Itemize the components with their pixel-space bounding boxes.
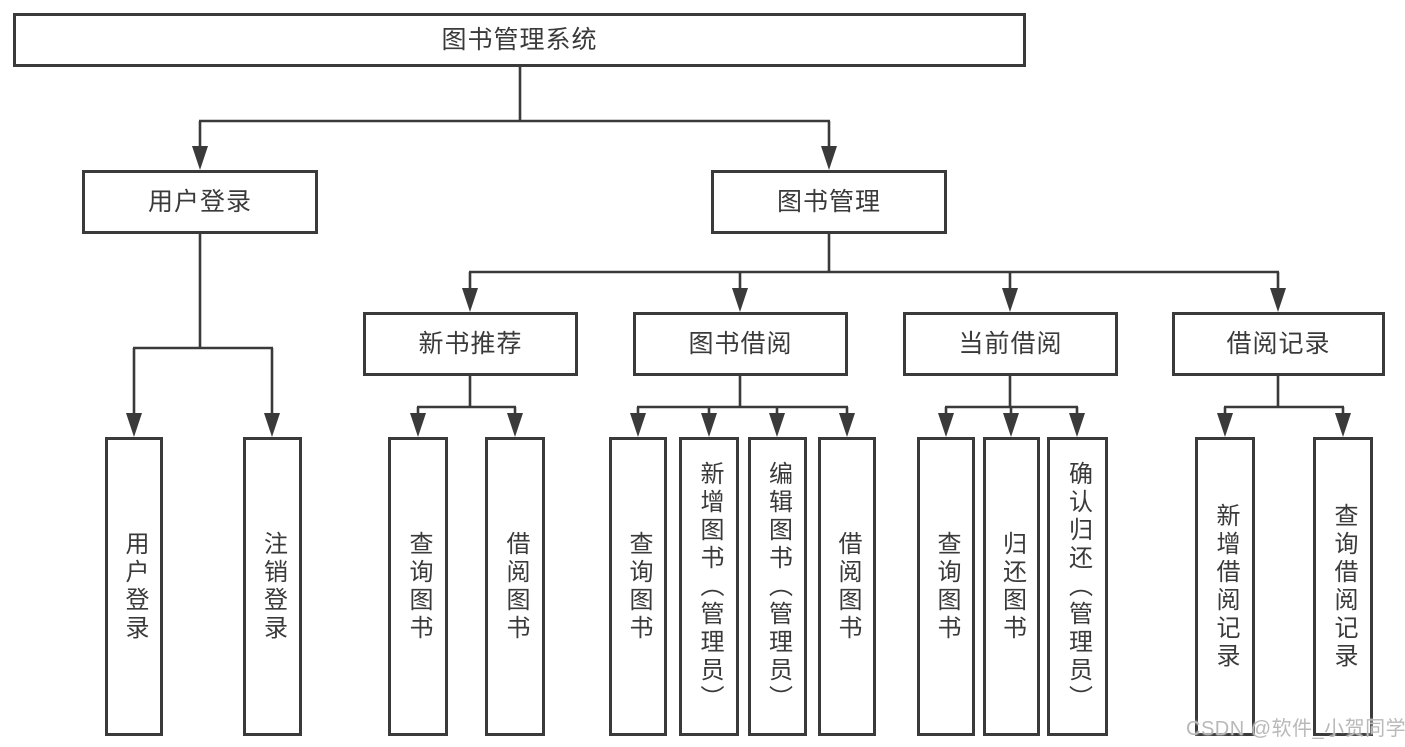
connector-book-management-to-level3 bbox=[462, 234, 1286, 312]
connector-root-to-level2 bbox=[192, 67, 837, 170]
leaf-add-book-admin: 新增图书（管理员） bbox=[679, 437, 739, 736]
node-label: 编辑图书（管理员） bbox=[764, 460, 792, 713]
node-label: 图书管理 bbox=[776, 187, 881, 216]
arrow-down-icon bbox=[462, 288, 478, 312]
node-new-book-recommendation: 新书推荐 bbox=[363, 312, 578, 376]
leaf-borrow-book: 借阅图书 bbox=[818, 437, 876, 736]
leaf-user-login: 用户登录 bbox=[105, 437, 163, 736]
arrow-down-icon bbox=[264, 413, 280, 437]
node-label: 借阅图书 bbox=[502, 530, 529, 643]
arrow-down-icon bbox=[1069, 413, 1085, 437]
leaf-confirm-return-admin: 确认归还（管理员） bbox=[1047, 437, 1108, 736]
node-label: 图书借阅 bbox=[688, 329, 793, 358]
arrow-down-icon bbox=[769, 413, 785, 437]
node-label: 新增借阅记录 bbox=[1212, 502, 1239, 671]
node-label: 借阅记录 bbox=[1226, 329, 1331, 358]
node-label: 新增图书（管理员） bbox=[696, 460, 723, 713]
node-label: 用户登录 bbox=[121, 530, 148, 643]
arrow-down-icon bbox=[1335, 413, 1351, 437]
arrow-down-icon bbox=[938, 413, 954, 437]
arrow-down-icon bbox=[507, 413, 523, 437]
connector-borrow-record-children bbox=[1217, 376, 1351, 437]
connector-book-borrow-children bbox=[630, 376, 855, 437]
arrow-down-icon bbox=[732, 288, 748, 312]
node-label: 借阅图书 bbox=[834, 530, 861, 643]
leaf-query-borrow-record: 查询借阅记录 bbox=[1313, 437, 1373, 736]
leaf-return-book: 归还图书 bbox=[983, 437, 1040, 736]
node-book-borrowing: 图书借阅 bbox=[633, 312, 848, 376]
node-current-borrowing: 当前借阅 bbox=[903, 312, 1118, 376]
leaf-query-book-borrowing: 查询图书 bbox=[609, 437, 667, 736]
leaf-borrow-book-recommend: 借阅图书 bbox=[485, 437, 545, 736]
node-root: 图书管理系统 bbox=[13, 13, 1026, 67]
node-label: 图书管理系统 bbox=[441, 25, 598, 54]
arrow-down-icon bbox=[126, 413, 142, 437]
arrow-down-icon bbox=[701, 413, 717, 437]
arrow-down-icon bbox=[192, 146, 208, 170]
arrow-down-icon bbox=[410, 413, 426, 437]
node-label: 查询借阅记录 bbox=[1330, 502, 1357, 671]
arrow-down-icon bbox=[1002, 288, 1018, 312]
node-label: 查询图书 bbox=[405, 530, 432, 643]
node-label: 查询图书 bbox=[625, 530, 652, 643]
leaf-query-book-current: 查询图书 bbox=[917, 437, 975, 736]
node-user-login: 用户登录 bbox=[82, 170, 318, 234]
leaf-edit-book-admin: 编辑图书（管理员） bbox=[748, 437, 807, 736]
node-label: 用户登录 bbox=[147, 187, 252, 216]
arrow-down-icon bbox=[1270, 288, 1286, 312]
node-borrowing-records: 借阅记录 bbox=[1172, 312, 1385, 376]
node-label: 归还图书 bbox=[998, 530, 1026, 643]
leaf-add-borrow-record: 新增借阅记录 bbox=[1195, 437, 1255, 736]
node-label: 新书推荐 bbox=[418, 329, 523, 358]
node-label: 注销登录 bbox=[259, 530, 287, 643]
arrow-down-icon bbox=[1217, 413, 1233, 437]
arrow-down-icon bbox=[1003, 413, 1019, 437]
arrow-down-icon bbox=[630, 413, 646, 437]
node-book-management: 图书管理 bbox=[711, 170, 947, 234]
arrow-down-icon bbox=[821, 146, 837, 170]
connector-current-borrow-children bbox=[938, 376, 1085, 437]
node-label: 确认归还（管理员） bbox=[1064, 460, 1092, 713]
node-label: 当前借阅 bbox=[958, 329, 1063, 358]
arrow-down-icon bbox=[839, 413, 855, 437]
leaf-query-book-recommend: 查询图书 bbox=[388, 437, 448, 736]
node-label: 查询图书 bbox=[933, 530, 960, 643]
leaf-logout: 注销登录 bbox=[243, 437, 302, 736]
watermark: CSDN @软件_小贺同学 bbox=[1186, 718, 1405, 740]
connector-new-book-children bbox=[410, 376, 523, 437]
connector-user-login-children bbox=[126, 234, 280, 437]
